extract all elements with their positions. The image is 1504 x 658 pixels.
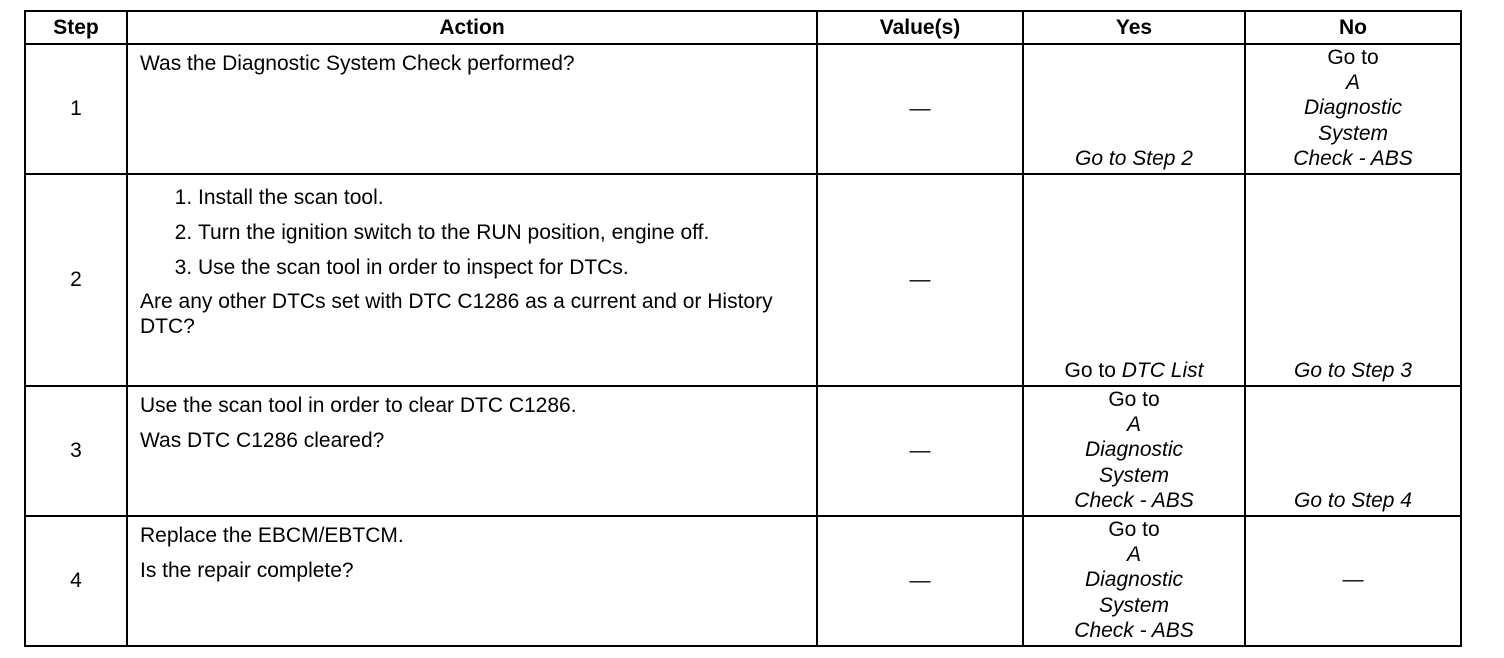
action-question: Was DTC C1286 cleared? xyxy=(140,429,385,453)
table-row: 3 Use the scan tool in order to clear DT… xyxy=(24,385,1462,517)
step-number: 2 xyxy=(24,173,128,387)
action-cell: Install the scan tool. Turn the ignition… xyxy=(126,173,818,387)
instruction-item: Use the scan tool in order to inspect fo… xyxy=(198,255,804,280)
value-cell: — xyxy=(816,515,1024,647)
yes-link-line4[interactable]: Check - ABS xyxy=(1074,618,1194,642)
step-number: 4 xyxy=(24,515,128,647)
no-cell: — xyxy=(1244,515,1462,647)
value-dash: — xyxy=(909,268,931,292)
yes-cell: Go to DTC List xyxy=(1022,173,1246,387)
no-link-line3[interactable]: System xyxy=(1317,121,1388,145)
yes-link-line2[interactable]: Diagnostic xyxy=(1084,568,1184,592)
table-row: 2 Install the scan tool. Turn the igniti… xyxy=(24,173,1462,387)
action-cell: Replace the EBCM/EBTCM. Is the repair co… xyxy=(126,515,818,647)
step-number: 3 xyxy=(24,385,128,517)
yes-cell: Go to A Diagnostic System Check - ABS xyxy=(1022,385,1246,517)
action-text: Was the Diagnostic System Check performe… xyxy=(140,52,575,75)
yes-link-line3[interactable]: System xyxy=(1098,463,1169,487)
action-cell: Was the Diagnostic System Check performe… xyxy=(126,43,818,175)
yes-cell: Go to Step 2 xyxy=(1022,43,1246,175)
yes-link-line3[interactable]: System xyxy=(1098,593,1169,617)
action-text: Replace the EBCM/EBTCM. xyxy=(140,524,404,547)
no-result: Go to Step 4 xyxy=(1294,488,1412,512)
table-row: 1 Was the Diagnostic System Check perfor… xyxy=(24,43,1462,175)
value-dash: — xyxy=(909,569,931,593)
no-link-line2[interactable]: Diagnostic xyxy=(1303,96,1403,120)
yes-cell: Go to A Diagnostic System Check - ABS xyxy=(1022,515,1246,647)
diagnostic-table: Step Action Value(s) Yes No 1 Was the Di… xyxy=(24,10,1462,647)
header-yes: Yes xyxy=(1022,10,1246,45)
instruction-list: Install the scan tool. Turn the ignition… xyxy=(140,185,804,281)
action-question: Is the repair complete? xyxy=(140,559,354,583)
yes-link-line1[interactable]: A xyxy=(1126,413,1141,437)
table-row: 4 Replace the EBCM/EBTCM. Is the repair … xyxy=(24,515,1462,647)
yes-result: Go to Step 2 xyxy=(1075,146,1193,170)
yes-prefix: Go to xyxy=(1064,358,1116,382)
value-dash: — xyxy=(909,439,931,463)
header-no: No xyxy=(1244,10,1462,45)
header-values: Value(s) xyxy=(816,10,1024,45)
yes-prefix: Go to xyxy=(1108,518,1160,541)
instruction-item: Install the scan tool. xyxy=(198,185,804,210)
step-number: 1 xyxy=(24,43,128,175)
yes-link-line1[interactable]: A xyxy=(1126,543,1141,567)
action-text: Use the scan tool in order to clear DTC … xyxy=(140,394,577,417)
header-step: Step xyxy=(24,10,128,45)
header-action: Action xyxy=(126,10,818,45)
no-result: Go to Step 3 xyxy=(1294,358,1412,382)
no-link-line1[interactable]: A xyxy=(1345,71,1360,95)
yes-link-line4[interactable]: Check - ABS xyxy=(1074,488,1194,512)
yes-link[interactable]: DTC List xyxy=(1121,358,1204,382)
yes-prefix: Go to xyxy=(1108,388,1160,412)
value-dash: — xyxy=(909,97,931,121)
no-cell: Go to Step 3 xyxy=(1244,173,1462,387)
no-link-line4[interactable]: Check - ABS xyxy=(1293,146,1413,170)
no-cell: Go to A Diagnostic System Check - ABS xyxy=(1244,43,1462,175)
value-cell: — xyxy=(816,43,1024,175)
no-prefix: Go to xyxy=(1327,46,1379,70)
value-cell: — xyxy=(816,385,1024,517)
action-question: Are any other DTCs set with DTC C1286 as… xyxy=(140,289,773,338)
value-cell: — xyxy=(816,173,1024,387)
yes-link-line2[interactable]: Diagnostic xyxy=(1084,438,1184,462)
header-row: Step Action Value(s) Yes No xyxy=(24,10,1462,45)
action-cell: Use the scan tool in order to clear DTC … xyxy=(126,385,818,517)
instruction-item: Turn the ignition switch to the RUN posi… xyxy=(198,220,804,245)
no-cell: Go to Step 4 xyxy=(1244,385,1462,517)
no-result: — xyxy=(1342,568,1364,592)
